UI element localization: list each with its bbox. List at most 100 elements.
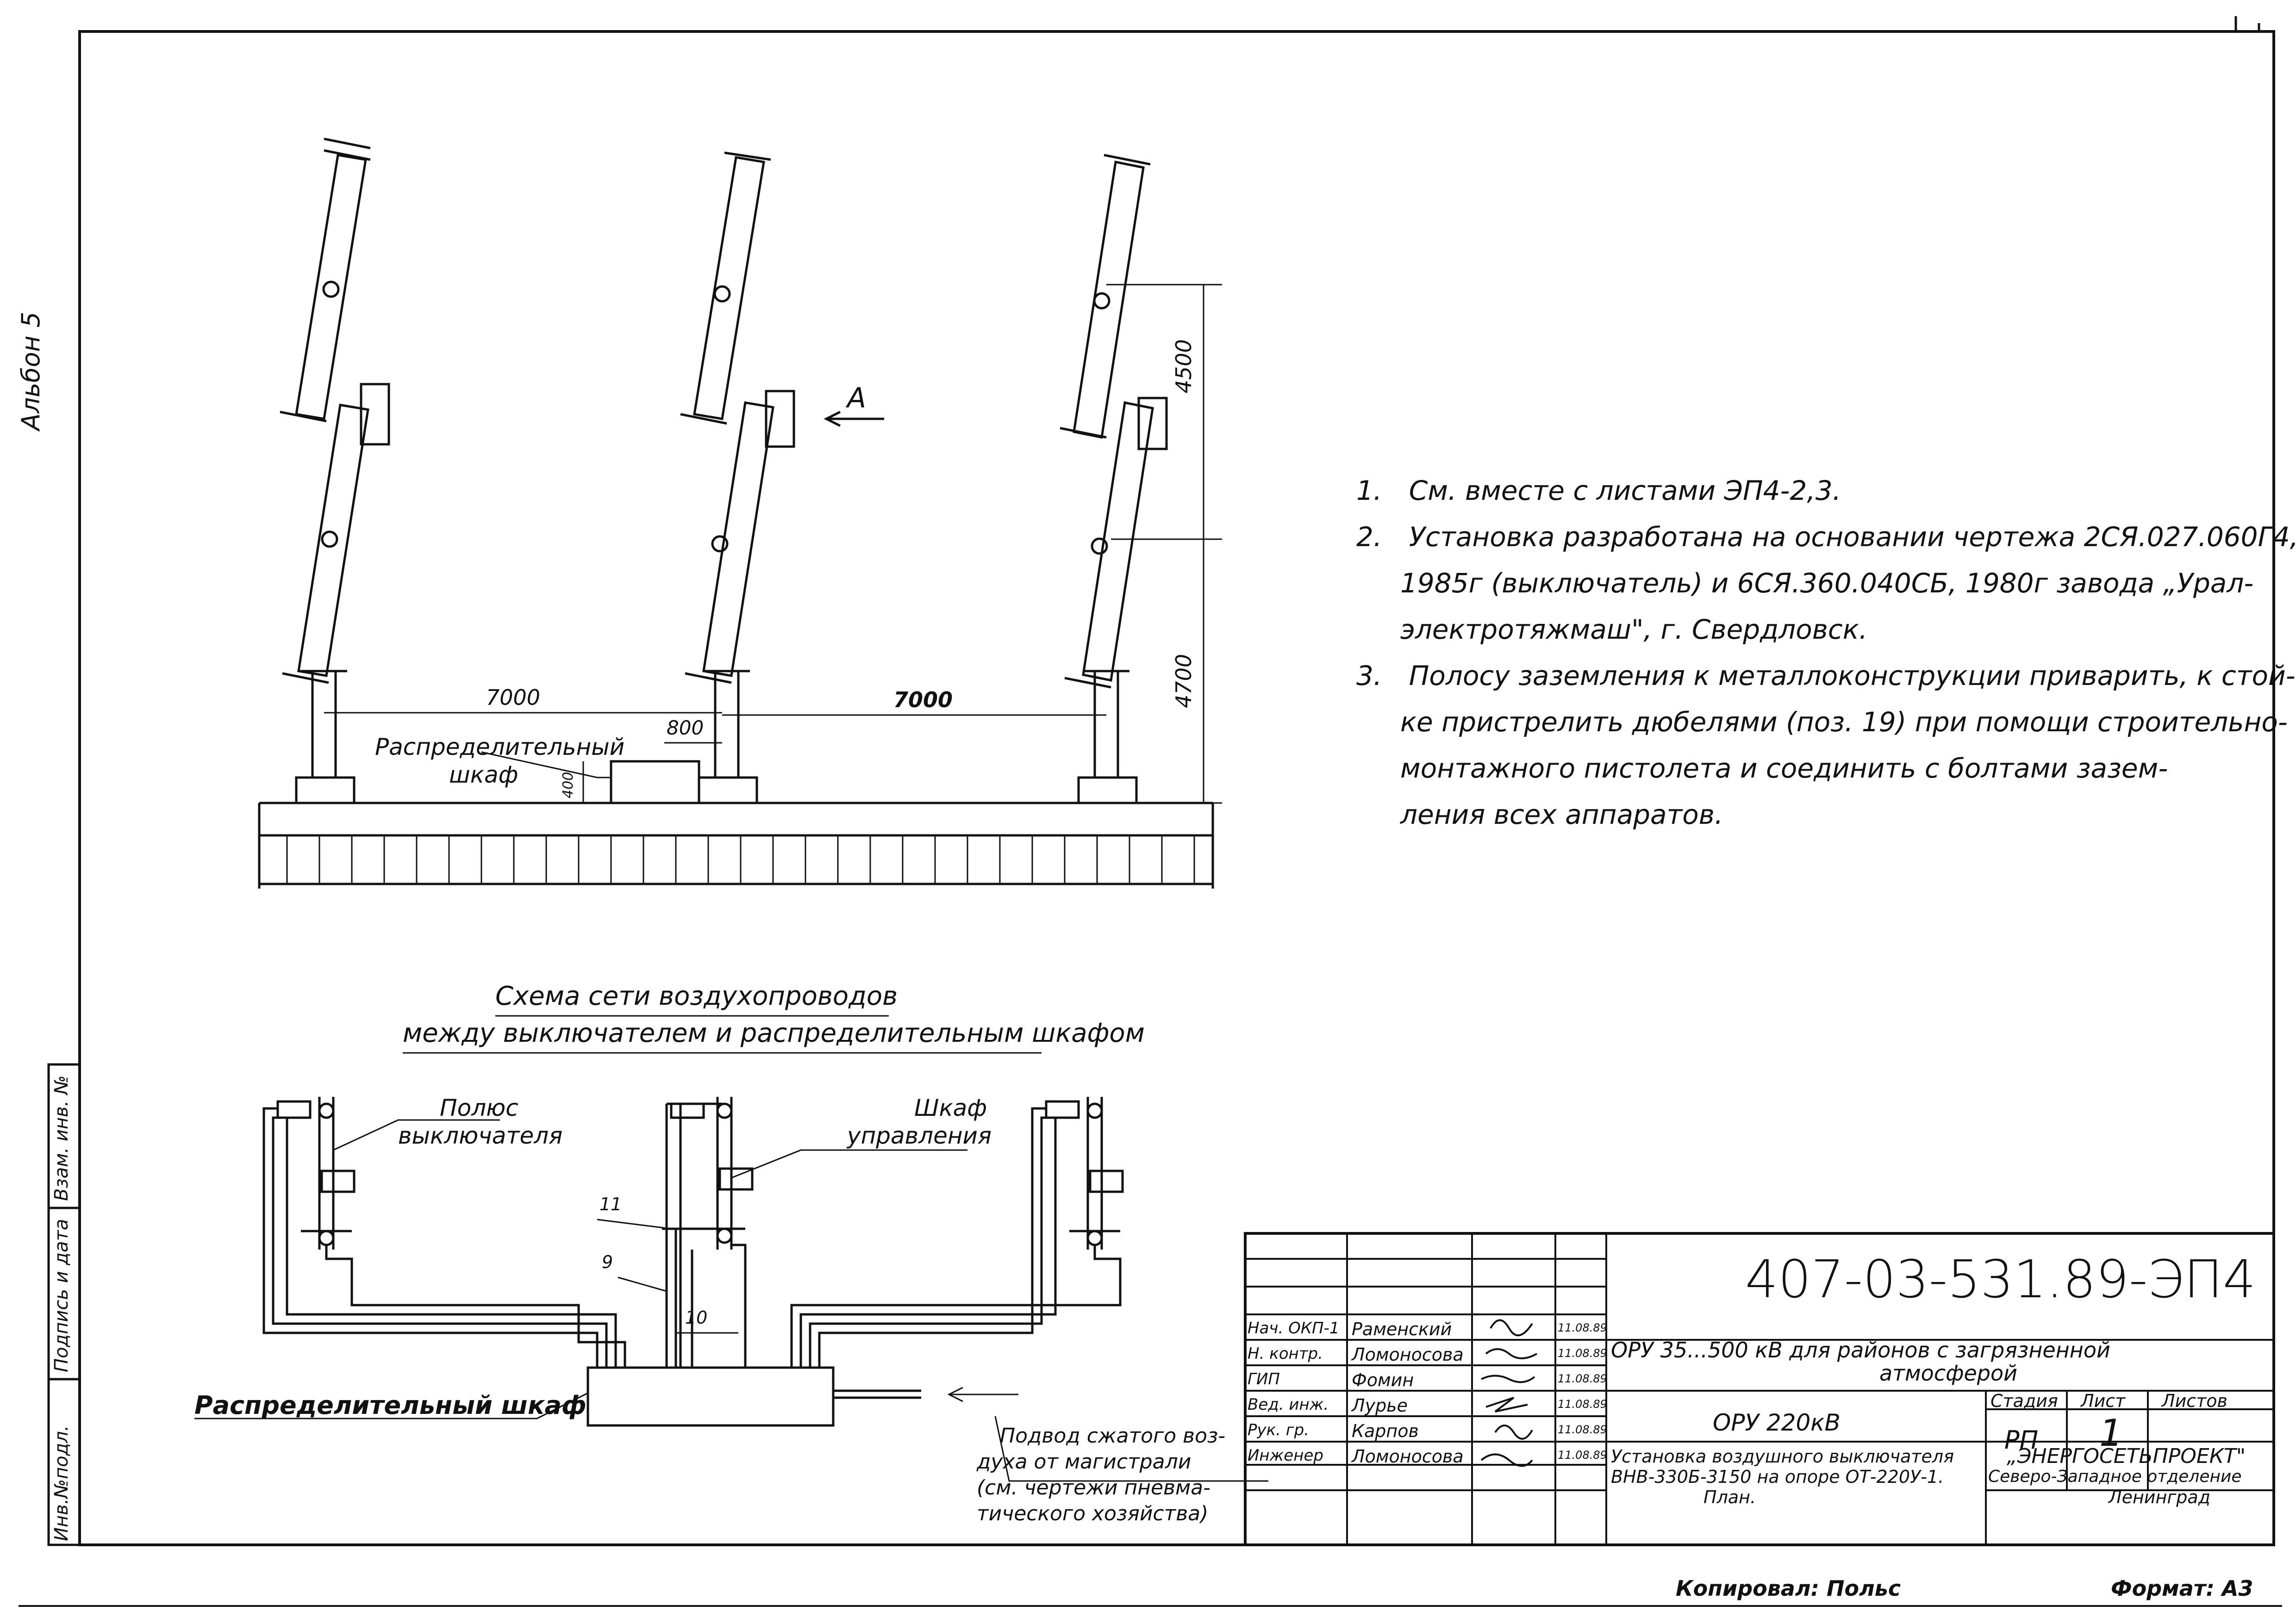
staff-role: Инженер — [1248, 1446, 1323, 1465]
sheet-title-line: ВНВ-330Б-3150 на опоре ОТ-220У-1. — [1611, 1467, 1944, 1487]
breaker-pole-center — [680, 151, 795, 804]
staff-date: 11.08.89 — [1558, 1398, 1607, 1411]
note-number: 2. — [1356, 521, 1382, 553]
stage-header: Стадия — [1990, 1391, 2058, 1411]
notes-block: 1. См. вместе с листами ЭП4-2,3. 2. Уста… — [1356, 467, 2296, 838]
note-line: Установка разработана на основании черте… — [1409, 521, 2296, 553]
scheme-pole-left — [262, 1097, 626, 1368]
format-label: Формат: А3 — [2111, 1576, 2253, 1601]
air-supply-line: тического хозяйства) — [977, 1502, 1209, 1525]
note-line: ления всех аппаратов. — [1400, 799, 1723, 830]
staff-name: Раменский — [1352, 1319, 1452, 1339]
org-line: Северо-Западное отделение — [1988, 1467, 2242, 1486]
staff-date: 11.08.89 — [1558, 1321, 1607, 1334]
dimension-lines — [324, 284, 1222, 804]
scheme-pole-center — [662, 1097, 754, 1368]
sheet-title-line: План. — [1703, 1487, 1756, 1507]
view-arrow — [824, 411, 884, 427]
distribution-cabinet — [586, 1366, 835, 1427]
dim-height-upper: 4500 — [1171, 339, 1196, 393]
pole-label-2: выключателя — [398, 1122, 563, 1149]
stamp-sign-date: Подпись и дата — [51, 1219, 72, 1372]
sheet-value: 1 — [2099, 1412, 2123, 1455]
staff-role: Н. контр. — [1248, 1344, 1323, 1363]
staff-role: ГИП — [1248, 1370, 1280, 1388]
staff-role: Рук. гр. — [1248, 1421, 1310, 1439]
side-stamp — [47, 1063, 81, 1546]
stamp-inv-podl: Инв.№подл. — [51, 1425, 72, 1541]
pos-10: 10 — [685, 1307, 708, 1328]
cabinet-label-line-2: шкаф — [449, 761, 518, 788]
stage-value: РП — [2004, 1425, 2039, 1455]
note-3: 3. Полосу заземления к металлоконструкци… — [1356, 653, 2296, 699]
sheet-header: Лист — [2081, 1391, 2126, 1411]
control-label-2: управления — [847, 1122, 992, 1149]
foundation — [258, 802, 1214, 889]
staff-role: Вед. инж. — [1248, 1395, 1329, 1414]
signature-mark — [1480, 1453, 1533, 1467]
dim-span-left: 7000 — [486, 685, 541, 710]
signature-mark — [1485, 1397, 1528, 1412]
signatures — [1480, 1319, 1537, 1467]
note-number: 1. — [1356, 475, 1382, 506]
air-supply-note: Подвод сжатого воз- духа от магистрали (… — [977, 1423, 1226, 1527]
note-line: ке пристрелить дюбелями (поз. 19) при по… — [1400, 706, 2288, 738]
pos-9: 9 — [602, 1252, 613, 1272]
control-label-1: Шкаф — [914, 1095, 987, 1121]
staff-name: Фомин — [1352, 1370, 1414, 1390]
sheet-title-line: Установка воздушного выключателя — [1611, 1446, 1954, 1467]
note-line: Полосу заземления к металлоконструкции п… — [1409, 660, 2296, 691]
air-supply-line: духа от магистрали — [977, 1450, 1192, 1474]
signature-mark — [1485, 1348, 1537, 1359]
staff-name: Карпов — [1352, 1421, 1419, 1441]
staff-role: Нач. ОКП-1 — [1248, 1319, 1340, 1338]
object-name: ОРУ 220кВ — [1713, 1409, 1841, 1436]
dim-cabinet-height: 400 — [560, 772, 576, 798]
stamp-vzam: Взам. инв. № — [51, 1075, 72, 1201]
sheet-title: Установка воздушного выключателя ВНВ-330… — [1611, 1446, 1954, 1507]
scheme-leaders — [194, 1119, 967, 1419]
breaker-pole-right — [1060, 154, 1168, 804]
dim-height-lower: 4700 — [1171, 653, 1196, 708]
project-line-2: атмосферой — [1879, 1361, 2017, 1386]
title-block — [1244, 1232, 2275, 1546]
dist-cabinet-label: Распределительный шкаф — [194, 1391, 586, 1420]
scheme-title-underlines — [403, 1015, 1042, 1054]
cabinet-label-line-1: Распределительный — [375, 734, 625, 760]
cabinet-elevation — [610, 760, 700, 804]
note-line: монтажного пистолета и соединить с болта… — [1400, 753, 2168, 784]
air-supply-line: Подвод сжатого воз- — [1000, 1424, 1226, 1448]
staff-name: Ломоносова — [1352, 1446, 1464, 1467]
staff-date: 11.08.89 — [1558, 1347, 1607, 1360]
doc-number: 407-03-531.89-ЭП4 — [1745, 1250, 2256, 1310]
project-line-1: ОРУ 35...500 кВ для районов с загрязненн… — [1611, 1338, 2110, 1363]
staff-date: 11.08.89 — [1558, 1449, 1607, 1462]
album-label: Альбон 5 — [16, 311, 45, 430]
org-line: Ленинград — [2109, 1487, 2210, 1507]
pos-11: 11 — [599, 1194, 622, 1214]
scheme-pole-right — [790, 1097, 1124, 1368]
scheme-title-2: между выключателем и распределительным ш… — [403, 1018, 1145, 1048]
signature-mark — [1494, 1425, 1533, 1440]
note-2: 2. Установка разработана на основании че… — [1356, 514, 2296, 560]
staff-name: Ломоносова — [1352, 1344, 1464, 1365]
note-1: 1. См. вместе с листами ЭП4-2,3. — [1356, 467, 2264, 514]
pole-label-1: Полюс — [440, 1095, 518, 1121]
view-label: А — [847, 382, 867, 414]
signature-mark — [1490, 1319, 1533, 1337]
note-number: 3. — [1356, 660, 1382, 691]
air-supply-pipe — [833, 1387, 1268, 1482]
scheme-title-1: Схема сети воздухопроводов — [495, 981, 898, 1011]
staff-name: Лурье — [1352, 1395, 1408, 1416]
sheets-header: Листов — [2162, 1391, 2227, 1411]
note-line: электротяжмаш", г. Свердловск. — [1400, 614, 1868, 645]
staff-date: 11.08.89 — [1558, 1423, 1607, 1436]
air-supply-line: (см. чертежи пневма- — [977, 1476, 1211, 1500]
dim-offset: 800 — [667, 716, 704, 739]
sheet-frame — [78, 30, 2275, 1546]
breaker-pole-left — [280, 137, 390, 804]
org-line: „ЭНЕРГОСЕТЬПРОЕКТ" — [2007, 1444, 2246, 1468]
signature-mark — [1481, 1375, 1535, 1383]
cabinet-leader — [481, 751, 611, 778]
